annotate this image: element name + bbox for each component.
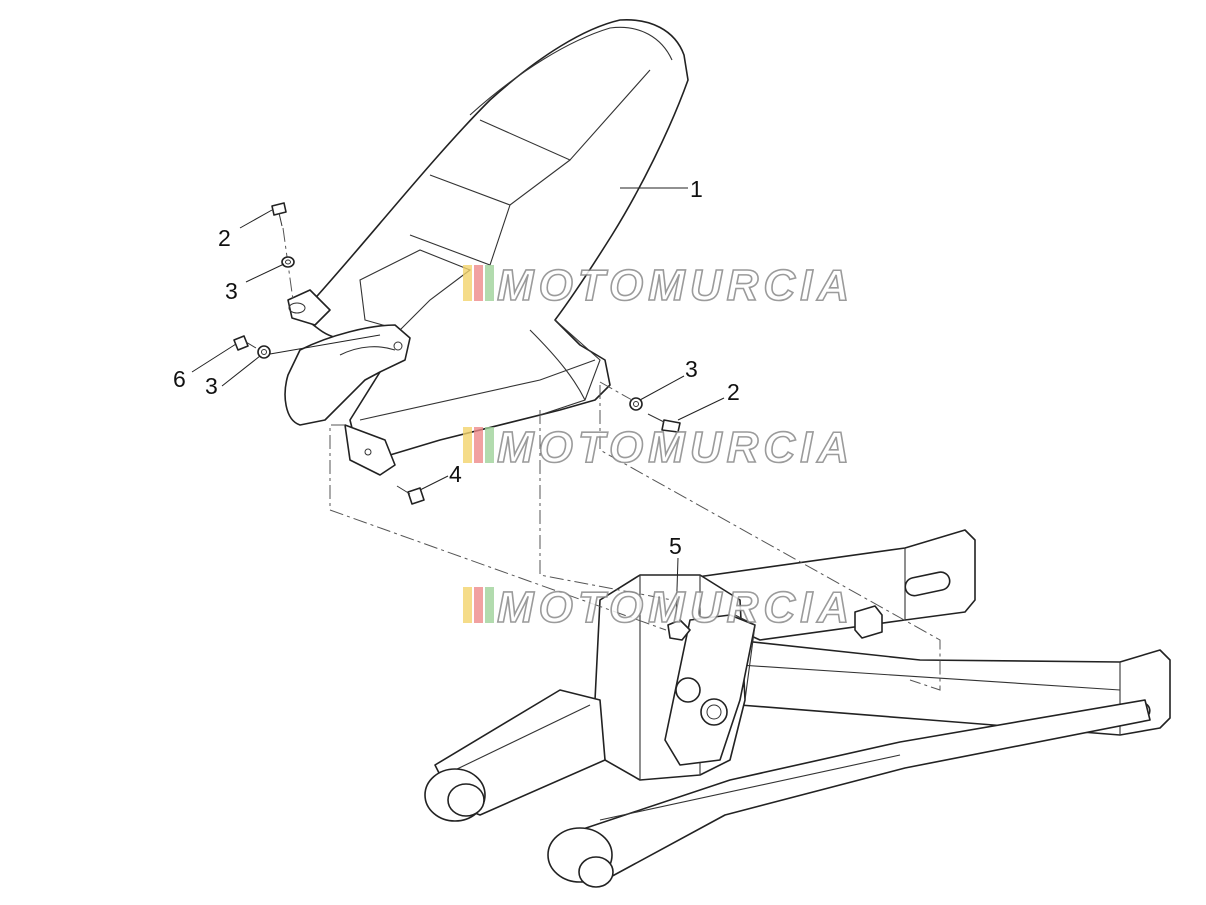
watermark-text: MOTOMURCIA bbox=[497, 423, 854, 472]
leader-lines bbox=[191, 187, 725, 621]
watermark-stripe-red bbox=[474, 265, 483, 301]
callout-3-left: 3 bbox=[205, 373, 218, 399]
callout-4: 4 bbox=[449, 461, 462, 487]
watermark-2: MOTOMURCIA bbox=[463, 422, 854, 473]
watermark-stripe-green bbox=[485, 427, 494, 463]
callout-2-right: 2 bbox=[727, 379, 740, 405]
watermark-text: MOTOMURCIA bbox=[497, 261, 854, 310]
watermark-stripe-green bbox=[485, 587, 494, 623]
assembly-lines bbox=[329, 385, 941, 691]
screw-left-small bbox=[233, 335, 257, 351]
swingarm bbox=[424, 529, 1171, 888]
washer-left-small bbox=[257, 334, 381, 359]
watermark-stripe-yellow bbox=[463, 427, 472, 463]
screw-bottom bbox=[396, 485, 425, 505]
washer-top-left bbox=[281, 256, 295, 268]
watermark-stripe-red bbox=[474, 427, 483, 463]
watermark-stripe-green bbox=[485, 265, 494, 301]
rear-hugger-fender bbox=[287, 19, 689, 476]
screw-top-left bbox=[271, 202, 294, 301]
callout-6: 6 bbox=[173, 366, 186, 392]
callout-labels: 1 2 3 6 3 3 2 4 5 bbox=[173, 176, 740, 559]
callout-2-top: 2 bbox=[218, 225, 231, 251]
chain-guard-bracket bbox=[284, 324, 411, 426]
watermark-stripe-yellow bbox=[463, 587, 472, 623]
watermark-3: MOTOMURCIA bbox=[463, 582, 854, 633]
callout-5: 5 bbox=[669, 533, 682, 559]
watermark-text: MOTOMURCIA bbox=[497, 583, 854, 632]
washer-right bbox=[599, 381, 643, 411]
watermark-stripe-yellow bbox=[463, 265, 472, 301]
watermark-stripe-red bbox=[474, 587, 483, 623]
callout-3-top: 3 bbox=[225, 278, 238, 304]
screw-right bbox=[647, 413, 681, 433]
callout-3-right: 3 bbox=[685, 356, 698, 382]
watermark-1: MOTOMURCIA bbox=[463, 260, 854, 311]
callout-1: 1 bbox=[690, 176, 703, 202]
